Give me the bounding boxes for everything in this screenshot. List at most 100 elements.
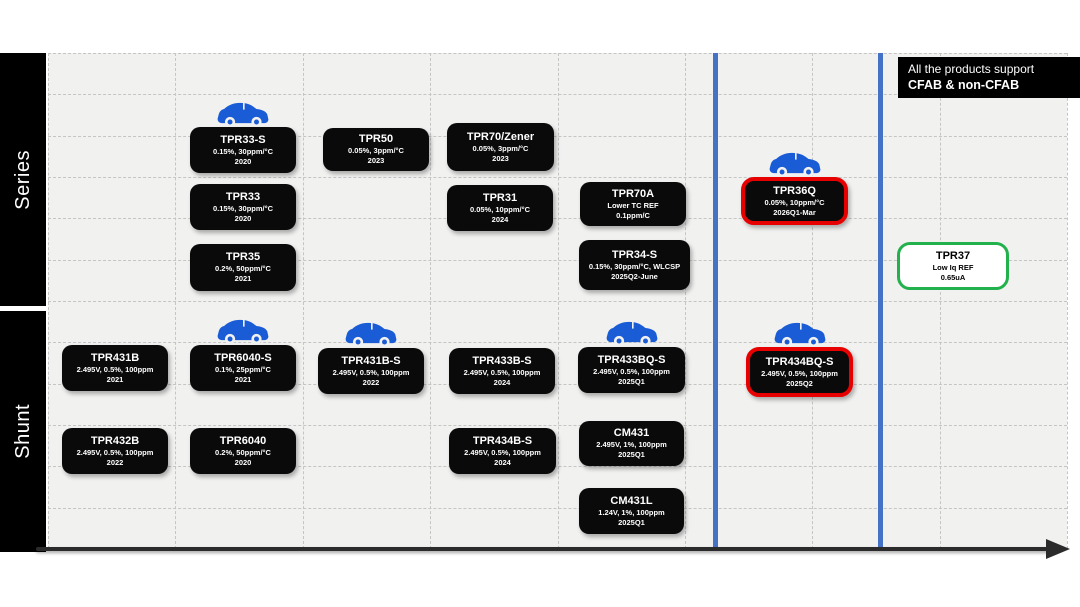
product-date: 0.65uA xyxy=(940,272,966,282)
product-date: 2020 xyxy=(234,213,252,223)
product-spec: 2.495V, 0.5%, 100ppm xyxy=(761,368,838,378)
product-name: TPR34-S xyxy=(611,248,658,261)
timeline-axis xyxy=(36,547,1050,551)
product-box-tpr33-s: TPR33-S 0.15%, 30ppm/°C 2020 xyxy=(190,127,296,173)
gridline-horizontal xyxy=(48,507,1067,509)
gridline-vertical xyxy=(1067,53,1068,549)
product-date: 2025Q1 xyxy=(618,450,645,459)
product-date: 2023 xyxy=(492,153,509,163)
product-spec: 0.05%, 10ppm/°C xyxy=(469,204,531,214)
product-date: 2022 xyxy=(362,377,380,387)
product-name: TPR433B-S xyxy=(472,354,532,367)
product-name: TPR6040-S xyxy=(214,351,272,364)
product-date: 2025Q2-June xyxy=(611,271,658,281)
product-date: 2024 xyxy=(493,377,511,387)
car-icon xyxy=(605,319,659,349)
car-icon xyxy=(768,150,822,180)
product-spec: 0.2%, 50ppm/°C xyxy=(215,447,271,457)
product-name: TPR6040 xyxy=(219,434,267,447)
product-spec: Low Iq REF xyxy=(932,262,974,272)
gridline-horizontal xyxy=(48,259,1067,261)
product-name: TPR33-S xyxy=(220,133,266,146)
product-name: TPR35 xyxy=(225,251,261,263)
section-series: Series xyxy=(0,53,46,306)
product-name: TPR70A xyxy=(611,187,655,200)
product-box-tpr433bq-s: TPR433BQ-S 2.495V, 0.5%, 100ppm 2025Q1 xyxy=(578,347,685,393)
gridline-horizontal xyxy=(48,218,1067,220)
gridline-horizontal xyxy=(48,342,1067,344)
gridline-horizontal xyxy=(48,53,1067,54)
product-spec: 0.15%, 30ppm/°C xyxy=(212,203,274,213)
gridline-horizontal xyxy=(48,94,1067,96)
cfab-note: All the products support CFAB & non-CFAB xyxy=(898,57,1080,98)
section-shunt-label: Shunt xyxy=(11,404,34,459)
cfab-note-line2: CFAB & non-CFAB xyxy=(908,78,1020,92)
product-name: TPR50 xyxy=(358,133,394,145)
product-name: TPR431B xyxy=(90,351,140,364)
product-name: TPR33 xyxy=(225,190,261,203)
product-spec: 2.495V, 0.5%, 100ppm xyxy=(332,367,410,377)
product-spec: Lower TC REF xyxy=(607,200,659,210)
product-box-tpr34-s: TPR34-S 0.15%, 30ppm/°C, WLCSP 2025Q2-Ju… xyxy=(579,240,690,290)
product-date: 0.1ppm/C xyxy=(616,210,650,220)
product-box-tpr37: TPR37 Low Iq REF 0.65uA xyxy=(897,242,1009,290)
product-date: 2021 xyxy=(234,274,252,283)
product-box-tpr35: TPR35 0.2%, 50ppm/°C 2021 xyxy=(190,244,296,291)
gridline-horizontal xyxy=(48,383,1067,385)
product-box-cm431: CM431 2.495V, 1%, 100ppm 2025Q1 xyxy=(579,421,684,466)
gridline-horizontal xyxy=(48,425,1067,426)
product-date: 2025Q2 xyxy=(786,378,813,388)
product-name: TPR37 xyxy=(935,249,971,262)
product-spec: 2.495V, 0.5%, 100ppm xyxy=(463,367,541,377)
product-spec: 0.05%, 3ppm/°C xyxy=(472,143,529,153)
product-spec: 2.495V, 0.5%, 100ppm xyxy=(76,364,154,374)
product-name: TPR31 xyxy=(482,191,518,204)
product-name: TPR433BQ-S xyxy=(597,353,666,366)
product-name: CM431 xyxy=(613,427,650,439)
gridline-horizontal xyxy=(48,466,1067,468)
timeline-arrow-icon xyxy=(1046,539,1070,559)
product-box-tpr6040: TPR6040 0.2%, 50ppm/°C 2020 xyxy=(190,428,296,474)
product-box-tpr6040-s: TPR6040-S 0.1%, 25ppm/°C 2021 xyxy=(190,345,296,391)
product-name: CM431L xyxy=(610,494,653,507)
gridline-horizontal xyxy=(48,177,1067,178)
product-box-tpr70a: TPR70A Lower TC REF 0.1ppm/C xyxy=(580,182,686,226)
product-spec: 0.15%, 30ppm/°C, WLCSP xyxy=(588,261,681,271)
product-spec: 0.05%, 3ppm/°C xyxy=(348,146,404,155)
product-box-tpr433b-s: TPR433B-S 2.495V, 0.5%, 100ppm 2024 xyxy=(449,348,555,394)
divider-line-2 xyxy=(878,53,883,549)
product-date: 2025Q1 xyxy=(618,517,645,527)
product-date: 2026Q1-Mar xyxy=(773,207,816,217)
product-spec: 0.1%, 25ppm/°C xyxy=(215,364,271,374)
product-box-tpr434bq-s: TPR434BQ-S 2.495V, 0.5%, 100ppm 2025Q2 xyxy=(746,347,853,397)
divider-line-1 xyxy=(713,53,718,549)
product-date: 2021 xyxy=(234,374,252,384)
product-box-tpr50: TPR50 0.05%, 3ppm/°C 2023 xyxy=(323,128,429,171)
car-icon xyxy=(344,320,398,350)
product-spec: 2.495V, 0.5%, 100ppm xyxy=(76,447,154,457)
product-spec: 2.495V, 0.5%, 100ppm xyxy=(464,447,541,457)
product-box-tpr431b-s: TPR431B-S 2.495V, 0.5%, 100ppm 2022 xyxy=(318,348,424,394)
product-spec: 0.2%, 50ppm/°C xyxy=(215,264,271,273)
product-name: TPR36Q xyxy=(773,184,816,197)
product-date: 2024 xyxy=(494,457,511,467)
product-date: 2021 xyxy=(106,374,124,384)
car-icon xyxy=(216,100,270,130)
product-spec: 0.15%, 30ppm/°C xyxy=(212,146,274,156)
product-name: TPR431B-S xyxy=(341,354,401,367)
section-series-label: Series xyxy=(11,149,34,210)
cfab-note-line1: All the products support xyxy=(908,62,1035,76)
product-date: 2022 xyxy=(106,457,124,467)
product-box-tpr432b: TPR432B 2.495V, 0.5%, 100ppm 2022 xyxy=(62,428,168,474)
product-box-tpr70-zener: TPR70/Zener 0.05%, 3ppm/°C 2023 xyxy=(447,123,554,171)
product-name: TPR434B-S xyxy=(472,434,533,447)
product-spec: 0.05%, 10ppm/°C xyxy=(764,197,825,207)
product-box-cm431l: CM431L 1.24V, 1%, 100ppm 2025Q1 xyxy=(579,488,684,534)
car-icon xyxy=(773,320,827,350)
product-box-tpr431b: TPR431B 2.495V, 0.5%, 100ppm 2021 xyxy=(62,345,168,391)
product-date: 2024 xyxy=(491,214,509,224)
product-spec: 1.24V, 1%, 100ppm xyxy=(598,507,665,517)
product-box-tpr36q: TPR36Q 0.05%, 10ppm/°C 2026Q1-Mar xyxy=(741,177,848,225)
product-name: TPR70/Zener xyxy=(466,130,535,143)
